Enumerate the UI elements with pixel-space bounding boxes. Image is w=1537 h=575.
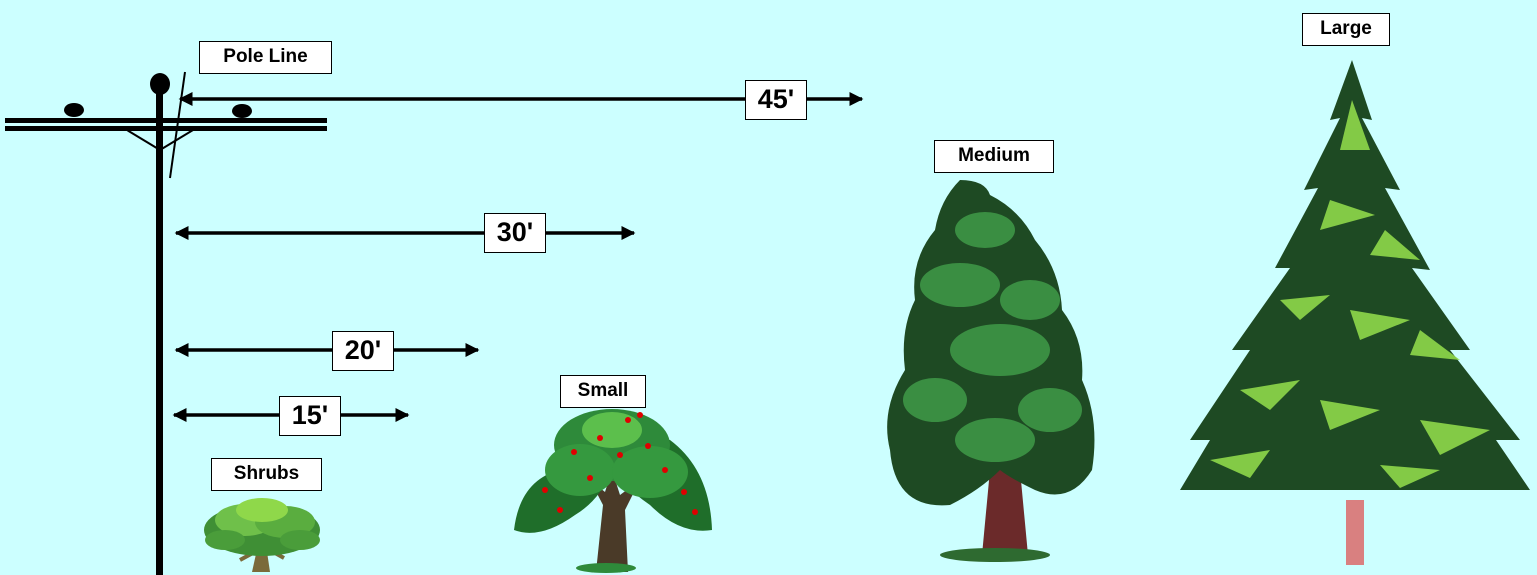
distance-label-30ft: 30' (484, 213, 546, 253)
distance-label-45ft: 45' (745, 80, 807, 120)
distance-label-15ft: 15' (279, 396, 341, 436)
medium-tree-illustration (887, 180, 1095, 562)
insulator-right (232, 104, 252, 118)
shrub-illustration (204, 498, 320, 572)
shrubs-label: Shrubs (211, 458, 322, 491)
utility-pole (5, 71, 327, 575)
large-label: Large (1302, 13, 1390, 46)
insulator-left (64, 103, 84, 117)
medium-label: Medium (934, 140, 1054, 173)
large-tree-illustration (1180, 60, 1530, 565)
pole-line-label: Pole Line (199, 41, 332, 74)
small-label: Small (560, 375, 646, 408)
distance-label-20ft: 20' (332, 331, 394, 371)
small-tree-illustration (514, 409, 712, 573)
